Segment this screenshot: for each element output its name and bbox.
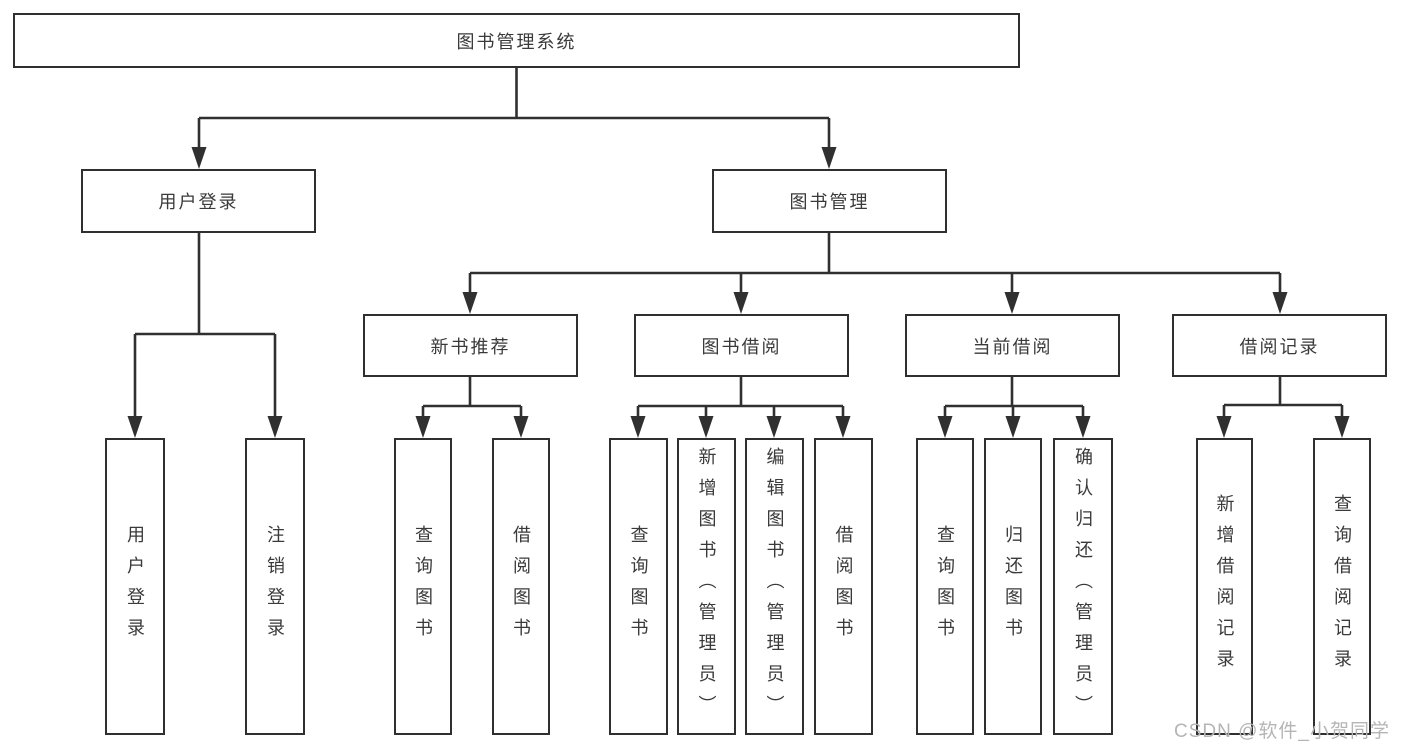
leaf-recommend-borrow-book: 借阅图书 <box>492 438 550 735</box>
leaf-borrow-query-book: 查询图书 <box>609 438 668 735</box>
node-book-borrowing: 图书借阅 <box>634 314 849 377</box>
leaf-borrow-borrow-book: 借阅图书 <box>814 438 873 735</box>
node-borrowing-records: 借阅记录 <box>1172 314 1387 377</box>
leaf-current-return-book: 归还图书 <box>984 438 1042 735</box>
leaf-borrow-edit-book-admin: 编辑图书（管理员） <box>745 438 804 735</box>
csdn-watermark: CSDN @软件_小贺同学 <box>1174 721 1390 742</box>
leaf-records-query-record: 查询借阅记录 <box>1313 438 1371 735</box>
leaf-recommend-query-book: 查询图书 <box>394 438 452 735</box>
arrowheads <box>127 147 1350 438</box>
leaf-user-logout: 注销登录 <box>245 438 305 735</box>
leaf-current-confirm-return-admin: 确认归还（管理员） <box>1053 438 1113 735</box>
leaf-user-login: 用户登录 <box>105 438 165 735</box>
node-system-root: 图书管理系统 <box>13 13 1020 68</box>
leaf-current-query-book: 查询图书 <box>916 438 974 735</box>
node-user-login: 用户登录 <box>81 169 316 233</box>
node-book-management: 图书管理 <box>712 169 947 233</box>
leaf-records-add-record: 新增借阅记录 <box>1196 438 1253 735</box>
node-current-borrowing: 当前借阅 <box>905 314 1120 377</box>
leaf-borrow-add-book-admin: 新增图书（管理员） <box>677 438 736 735</box>
node-new-book-recommendation: 新书推荐 <box>363 314 578 377</box>
